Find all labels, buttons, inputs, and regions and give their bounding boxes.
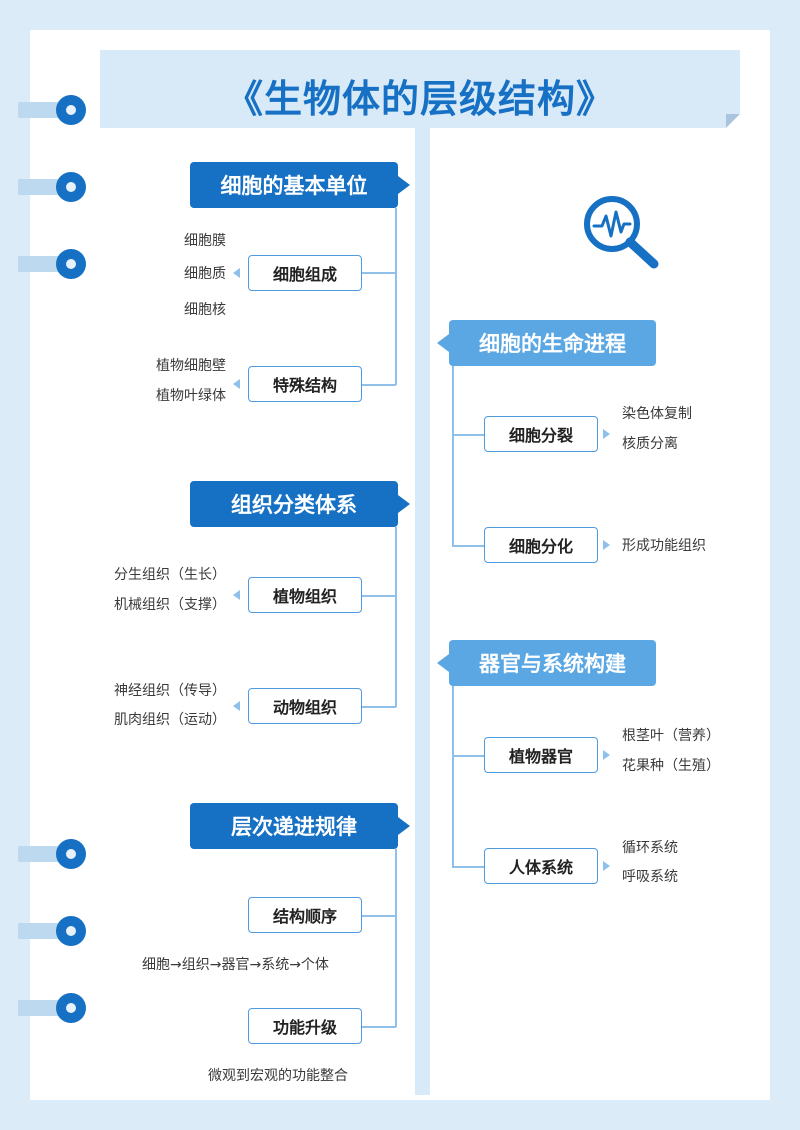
item-label: 呼吸系统: [622, 869, 678, 885]
arrow-right-icon: [398, 176, 410, 194]
connector-line: [395, 849, 397, 1027]
connector-line: [452, 755, 484, 757]
node-human-system: 人体系统: [484, 848, 598, 884]
title-banner: 《生物体的层级结构》: [100, 50, 740, 128]
chevron-right-icon: [603, 750, 610, 760]
chevron-left-icon: [233, 379, 240, 389]
item-label: 循环系统: [622, 840, 678, 856]
arrow-left-icon: [437, 334, 449, 352]
chevron-left-icon: [233, 590, 240, 600]
connector-line: [452, 545, 484, 547]
item-label: 染色体复制: [622, 406, 692, 422]
item-label: 植物细胞壁: [156, 358, 226, 374]
connector-line: [452, 686, 454, 867]
arrow-left-icon: [437, 654, 449, 672]
connector-line: [362, 915, 396, 917]
node-cell-division: 细胞分裂: [484, 416, 598, 452]
item-label: 花果种（生殖）: [622, 758, 720, 774]
chevron-right-icon: [603, 429, 610, 439]
node-animal-tissue: 动物组织: [248, 688, 362, 724]
node-function-upgrade: 功能升级: [248, 1008, 362, 1044]
node-cell-composition: 细胞组成: [248, 255, 362, 291]
item-label: 神经组织（传导）: [114, 683, 226, 699]
node-structure-order: 结构顺序: [248, 897, 362, 933]
chevron-right-icon: [603, 540, 610, 550]
item-label: 细胞核: [184, 302, 226, 318]
item-label: 肌肉组织（运动）: [114, 712, 226, 728]
item-label: 植物叶绿体: [156, 388, 226, 404]
note-label: 微观到宏观的功能整合: [208, 1068, 348, 1084]
node-plant-organ: 植物器官: [484, 737, 598, 773]
connector-line: [452, 866, 484, 868]
arrow-right-icon: [398, 495, 410, 513]
binder-ring: [18, 247, 86, 281]
node-plant-tissue: 植物组织: [248, 577, 362, 613]
section-header-cell-unit: 细胞的基本单位: [190, 162, 398, 208]
item-label: 核质分离: [622, 436, 678, 452]
item-label: 细胞质: [184, 266, 226, 282]
center-spine: [415, 128, 430, 1095]
page-sheet: [30, 30, 770, 1100]
binder-ring: [18, 837, 86, 871]
section-header-tissue: 组织分类体系: [190, 481, 398, 527]
chevron-left-icon: [233, 701, 240, 711]
chevron-right-icon: [603, 861, 610, 871]
binder-ring: [18, 914, 86, 948]
item-label: 形成功能组织: [622, 538, 706, 554]
item-label: 机械组织（支撑）: [114, 597, 226, 613]
chevron-left-icon: [233, 268, 240, 278]
arrow-right-icon: [398, 817, 410, 835]
binder-ring: [18, 170, 86, 204]
connector-line: [362, 272, 396, 274]
page-title: 《生物体的层级结构》: [224, 77, 615, 121]
connector-line: [395, 208, 397, 385]
note-label: 细胞→组织→器官→系统→个体: [142, 957, 329, 973]
section-header-life-process: 细胞的生命进程: [449, 320, 656, 366]
connector-line: [362, 595, 396, 597]
item-label: 分生组织（生长）: [114, 567, 226, 583]
binder-ring: [18, 991, 86, 1025]
connector-line: [362, 706, 396, 708]
item-label: 细胞膜: [184, 233, 226, 249]
node-special-structure: 特殊结构: [248, 366, 362, 402]
connector-line: [362, 384, 396, 386]
connector-line: [362, 1026, 396, 1028]
magnifier-pulse-icon: [584, 196, 659, 269]
binder-ring: [18, 93, 86, 127]
connector-line: [452, 434, 484, 436]
connector-line: [395, 527, 397, 707]
connector-line: [452, 366, 454, 546]
section-header-hierarchy: 层次递进规律: [190, 803, 398, 849]
section-header-organ-system: 器官与系统构建: [449, 640, 656, 686]
node-cell-differentiation: 细胞分化: [484, 527, 598, 563]
item-label: 根茎叶（营养）: [622, 728, 720, 744]
